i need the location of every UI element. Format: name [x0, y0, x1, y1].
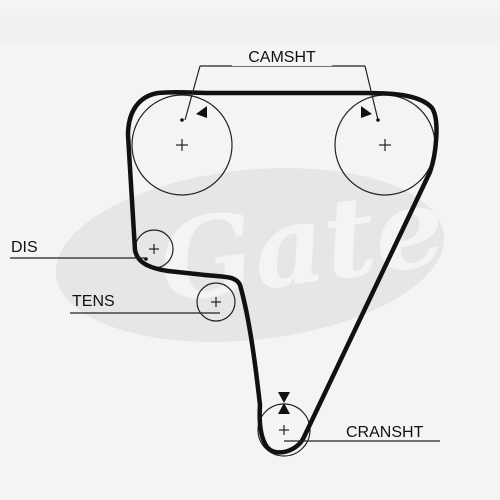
timing-mark-crank-bottom: [278, 403, 290, 414]
timing-belt: [125, 89, 439, 455]
crankshaft-callout: CRANSHT: [284, 424, 440, 442]
timing-mark-crank-top: [278, 392, 290, 403]
timing-mark-right-cam: [361, 106, 372, 118]
camshaft-pulley-left: [131, 94, 233, 196]
tensioner-pulley: [196, 282, 236, 322]
camshaft-callout: CAMSHT: [184, 46, 379, 121]
camshaft-label: CAMSHT: [248, 49, 316, 66]
watermark-pattern: [0, 15, 500, 45]
distributor-callout: DIS: [10, 239, 146, 259]
crankshaft-label: CRANSHT: [346, 424, 424, 441]
tensioner-label: TENS: [72, 293, 115, 310]
distributor-label: DIS: [11, 239, 38, 256]
tensioner-callout: TENS: [70, 293, 220, 314]
timing-mark-left-cam: [196, 106, 207, 118]
gates-logo-watermark: Gates: [55, 152, 500, 342]
